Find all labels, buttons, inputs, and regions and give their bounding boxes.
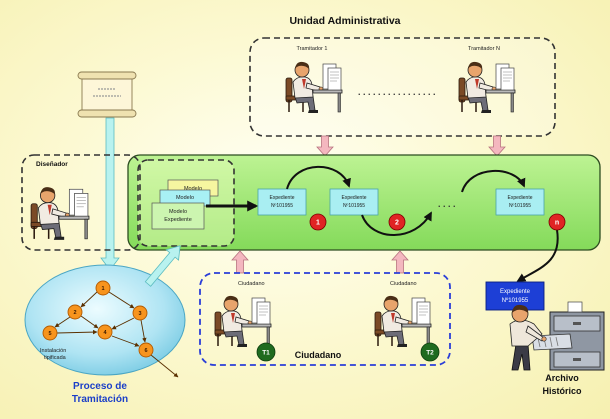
ciudadano-1-person-icon xyxy=(214,295,272,348)
ciudadano-title: Ciudadano xyxy=(295,350,342,360)
model-card-front xyxy=(151,202,205,230)
expediente-step-2: Expediente Nº101955 xyxy=(329,188,379,216)
archivo-label-line2: Histórico xyxy=(542,386,582,396)
step-marker-n: n xyxy=(548,213,566,231)
ciudadano-2-up-arrow xyxy=(391,250,409,274)
unidad-administrativa-title: Unidad Administrativa xyxy=(289,15,400,27)
step-marker-1-label: 1 xyxy=(316,220,320,227)
flow-arrow-dots-n xyxy=(461,170,526,193)
ciudadano-2-person-icon xyxy=(374,295,432,348)
flow-arrow-2-dots xyxy=(361,211,432,236)
proceso-title-line2: Tramitación xyxy=(72,394,128,405)
flow-ellipsis: .... xyxy=(438,199,458,209)
flow-arrow-to-archivo xyxy=(516,229,559,282)
svg-text:2: 2 xyxy=(73,310,76,316)
ciudadano-1-label: Ciudadano xyxy=(238,281,265,287)
expediente-1-line2: Nº101955 xyxy=(271,203,293,209)
proceso-inner-label-2: tipificada xyxy=(44,355,67,361)
scroll-to-proceso-arrow xyxy=(100,117,120,271)
expediente-2-line2: Nº101955 xyxy=(343,203,365,209)
svg-text:T2: T2 xyxy=(426,350,434,357)
expediente-step-n: Expediente Nº101955 xyxy=(495,188,545,216)
process-node-1: 1 xyxy=(95,280,111,296)
model-card-front-label-1: Modelo xyxy=(169,209,187,215)
ciudadano-box: Ciudadano Ciudadano T1 T2 Ciudadano xyxy=(199,272,451,366)
disenador-person-icon xyxy=(30,186,90,241)
step-marker-2-label: 2 xyxy=(395,220,399,227)
process-node-6: 6 xyxy=(138,342,154,358)
tramitadores-separator: ................ xyxy=(358,87,438,97)
proceso-title-line1: Proceso de xyxy=(73,381,127,392)
ciudadano-1-up-arrow xyxy=(231,250,249,274)
expediente-1-line1: Expediente xyxy=(269,195,294,201)
expediente-n-line1: Expediente xyxy=(507,195,532,201)
tramitador-1-label: Tramitador 1 xyxy=(297,46,328,52)
proceso-tramitacion-ellipse: 1 2 3 4 5 6 Instalación tipificada xyxy=(24,264,186,378)
model-card-middle-label: Modelo xyxy=(176,195,194,201)
model-card-back-label: Modelo xyxy=(184,186,202,192)
ciudadano-1-badge: T1 xyxy=(256,342,276,362)
archivo-expediente-line1: Expediente xyxy=(500,289,531,295)
tramitador-n-label: Tramitador N xyxy=(468,46,500,52)
process-node-5: 5 xyxy=(42,325,58,341)
process-node-3: 3 xyxy=(132,305,148,321)
ciudadano-2-badge: T2 xyxy=(420,342,440,362)
disenador-label: Diseñador xyxy=(36,161,68,168)
svg-text:T1: T1 xyxy=(262,350,270,357)
disenador-box: Diseñador xyxy=(21,154,141,251)
archivo-label-line1: Archivo xyxy=(545,373,579,383)
tramitador-1-down-arrow xyxy=(316,135,334,157)
proceso-to-modelos-arrow xyxy=(144,245,181,287)
proceso-inner-label-1: Instalación xyxy=(40,348,66,354)
process-node-2: 2 xyxy=(67,304,83,320)
svg-text:3: 3 xyxy=(138,311,141,317)
process-node-4: 4 xyxy=(97,324,113,340)
step-marker-2: 2 xyxy=(388,213,406,231)
expediente-n-line2: Nº101955 xyxy=(509,203,531,209)
ciudadano-2-label: Ciudadano xyxy=(390,281,417,287)
archivo-expediente-line2: Nº101955 xyxy=(502,297,529,304)
expediente-2-line1: Expediente xyxy=(341,195,366,201)
svg-text:5: 5 xyxy=(48,331,51,337)
unidad-administrativa-box: Tramitador 1 Tramitador N ..............… xyxy=(249,37,556,137)
expediente-step-1: Expediente Nº101955 xyxy=(257,188,307,216)
svg-text:6: 6 xyxy=(144,348,147,354)
svg-text:1: 1 xyxy=(101,286,104,292)
tramitador-n-down-arrow xyxy=(488,135,506,157)
step-marker-n-label: n xyxy=(555,220,559,227)
filing-cabinet-icon xyxy=(509,301,605,371)
model-card-front-label-2: Expediente xyxy=(164,217,192,223)
flow-arrow-1-2 xyxy=(286,165,351,190)
model-cards: Modelo Modelo Modelo Expediente xyxy=(151,179,219,230)
svg-text:4: 4 xyxy=(103,330,107,336)
archivo-expediente-box: Expediente Nº101955 xyxy=(485,281,545,311)
scroll-icon xyxy=(77,71,137,118)
step-marker-1: 1 xyxy=(309,213,327,231)
